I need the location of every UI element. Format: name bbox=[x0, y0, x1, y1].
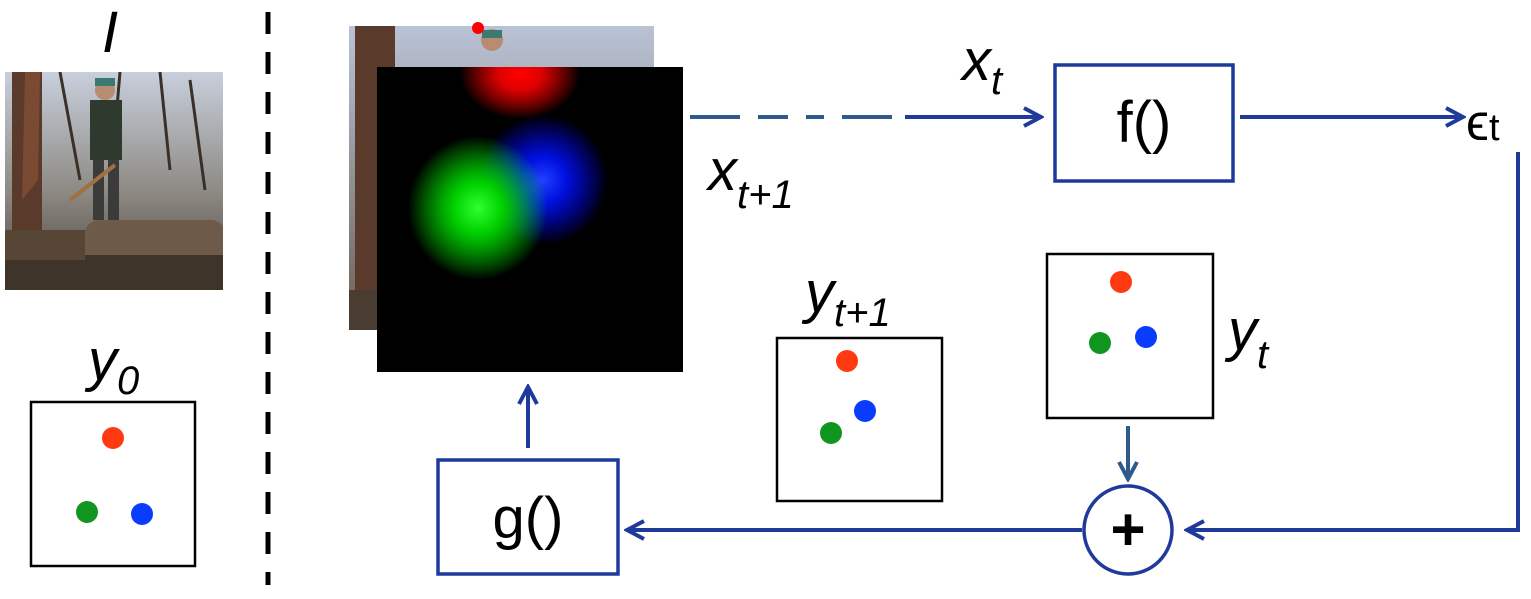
function-g-label: g() bbox=[493, 486, 564, 551]
keypoint-blue bbox=[1135, 326, 1157, 348]
function-g-box: g() bbox=[436, 458, 620, 576]
input-photo bbox=[5, 72, 223, 290]
label-y-t: yt bbox=[1224, 298, 1270, 377]
sum-node: + bbox=[1082, 484, 1174, 576]
function-f-label: f() bbox=[1117, 90, 1172, 155]
function-f-box: f() bbox=[1053, 63, 1235, 183]
keypoint-green bbox=[820, 422, 842, 444]
keypoint-red bbox=[836, 350, 858, 372]
keypoints-y-t bbox=[1045, 252, 1215, 420]
label-x-t: xt bbox=[959, 28, 1004, 103]
keypoints-y0 bbox=[29, 400, 197, 568]
plus-sign: + bbox=[1110, 496, 1145, 563]
keypoint-red bbox=[102, 427, 124, 449]
label-x-t-plus-1: xt+1 bbox=[705, 138, 794, 217]
label-epsilon-t: ϵt bbox=[1466, 94, 1500, 152]
label-y0: y0 bbox=[84, 328, 139, 403]
label-image-I: I bbox=[102, 0, 118, 65]
label-y-t-plus-1: yt+1 bbox=[801, 260, 891, 335]
keypoint-heatmap bbox=[377, 67, 683, 372]
keypoint-green bbox=[76, 501, 98, 523]
keypoint-blue bbox=[131, 503, 153, 525]
keypoints-y-t-plus-1 bbox=[775, 336, 944, 503]
keypoint-red bbox=[1110, 271, 1132, 293]
keypoint-blue bbox=[854, 400, 876, 422]
keypoint-green bbox=[1089, 332, 1111, 354]
arrow-epsilon-to-plus bbox=[1188, 152, 1520, 530]
